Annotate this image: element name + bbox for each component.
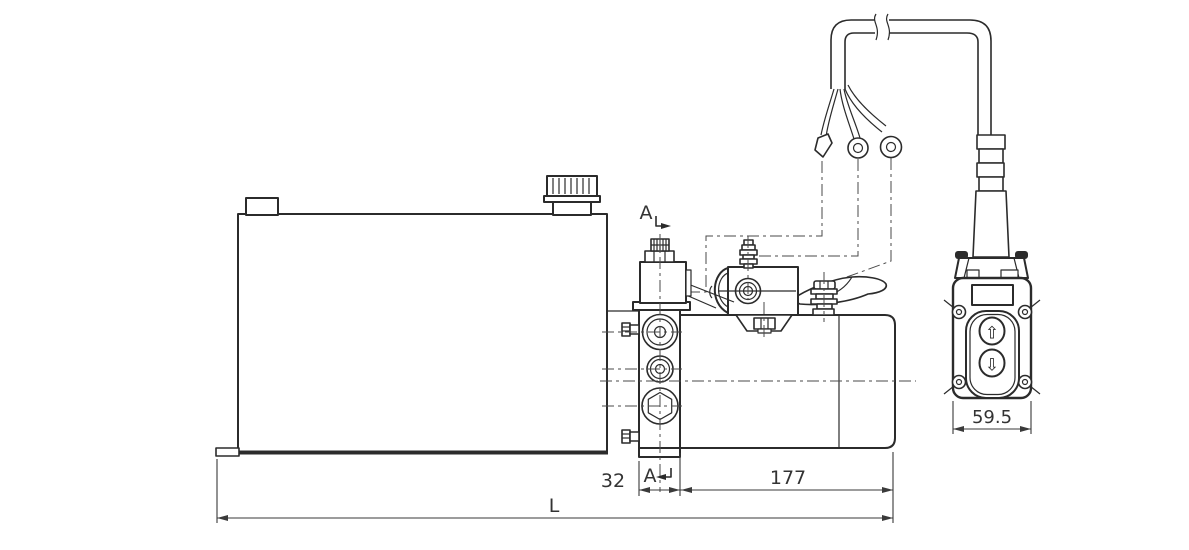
ring-terminal-2: [879, 135, 903, 159]
pendant-neck: [954, 251, 1029, 279]
pendant-label-window: [971, 284, 1014, 306]
dim-label-block-width: 32: [601, 470, 625, 492]
tank-foot: [215, 447, 240, 457]
dim-arrowhead-icon: [882, 515, 893, 521]
leader-ring1-to-valve-fitting: [753, 159, 859, 257]
oil-tank: [215, 175, 608, 457]
section-arrowhead-bottom-icon: [656, 474, 666, 480]
dim-arrowhead-icon: [639, 487, 650, 493]
wire-2: [839, 88, 855, 140]
section-marker-bottom: A: [644, 465, 672, 487]
dim-arrowhead-icon: [681, 487, 692, 493]
solenoid-coil: [632, 238, 692, 311]
dim-label-overall-length: L: [549, 495, 560, 517]
wire-1: [820, 88, 835, 136]
dimension-overall-length: L: [217, 495, 893, 521]
filler-cap: [543, 175, 601, 216]
bottom-dimensions: 32 177 L: [216, 452, 894, 523]
section-label-bottom: A: [644, 465, 657, 487]
dimension-pendant-width: 59.5: [952, 401, 1032, 434]
tank-top-fitting: [245, 197, 279, 216]
dim-arrowhead-icon: [882, 487, 893, 493]
tank-body: [237, 213, 608, 453]
block-side-bolt-bottom: [621, 429, 640, 444]
dimension-motor-length: 177: [680, 467, 893, 493]
block-side-bolt-top: [621, 322, 640, 337]
cable-strain-relief: [972, 134, 1010, 258]
ring-terminal-1: [847, 137, 869, 159]
section-marker-top: A: [640, 202, 671, 229]
wire-3: [844, 88, 883, 133]
up-button[interactable]: ⇧: [978, 316, 1006, 346]
section-label-top: A: [640, 202, 653, 224]
pendant-control: ⇧ ⇩ 59.5: [943, 134, 1041, 434]
pendant-cable: [814, 13, 992, 159]
dim-label-motor-length: 177: [770, 467, 806, 489]
spade-terminal: [814, 133, 833, 158]
centerlines: [600, 234, 916, 492]
down-arrow-icon: ⇩: [985, 356, 999, 376]
pendant-corner-screws: [943, 299, 1041, 395]
dim-arrowhead-icon: [217, 515, 228, 521]
dim-label-pendant-width: 59.5: [972, 407, 1012, 428]
leader-spade-to-coil: [689, 161, 823, 293]
section-arrowhead-top-icon: [661, 223, 671, 229]
up-arrow-icon: ⇧: [985, 324, 999, 344]
cable-break-symbol: [873, 13, 879, 41]
down-button[interactable]: ⇩: [978, 348, 1006, 378]
dim-arrowhead-icon: [1020, 426, 1031, 432]
dim-arrowhead-icon: [953, 426, 964, 432]
dimension-block-width: 32: [601, 470, 680, 493]
dim-arrowhead-icon: [669, 487, 680, 493]
release-lever: [790, 275, 888, 306]
leader-ring2-to-lever-bolt: [799, 158, 892, 295]
